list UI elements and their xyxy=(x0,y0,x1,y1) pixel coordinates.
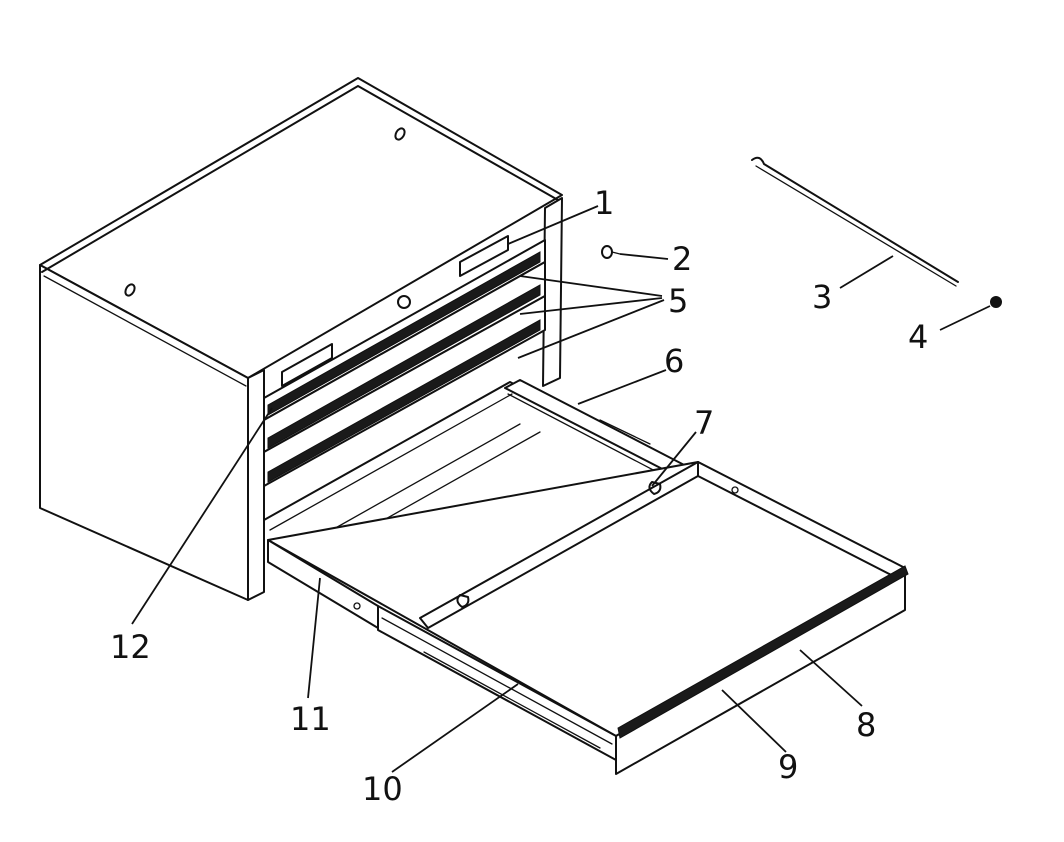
callout-2: 2 xyxy=(672,240,692,278)
callout-10: 10 xyxy=(362,770,403,808)
nut xyxy=(990,296,1002,308)
callout-7: 7 xyxy=(694,404,714,442)
callout-5: 5 xyxy=(668,282,688,320)
callout-12: 12 xyxy=(110,628,151,666)
leader-lines xyxy=(131,205,991,773)
open-drawer xyxy=(267,461,909,775)
cabinet-body xyxy=(39,77,563,601)
callout-6: 6 xyxy=(664,342,684,380)
screw xyxy=(601,245,621,259)
upper-drawers xyxy=(263,235,546,487)
callout-8: 8 xyxy=(856,706,876,744)
callout-9: 9 xyxy=(778,748,798,786)
callout-3: 3 xyxy=(812,278,832,316)
callout-1: 1 xyxy=(594,184,614,222)
drawer-rod xyxy=(751,156,959,287)
callout-4: 4 xyxy=(908,318,928,356)
callout-labels: 1 2 3 4 5 6 7 8 9 10 11 12 xyxy=(110,184,928,808)
callout-11: 11 xyxy=(290,700,331,738)
